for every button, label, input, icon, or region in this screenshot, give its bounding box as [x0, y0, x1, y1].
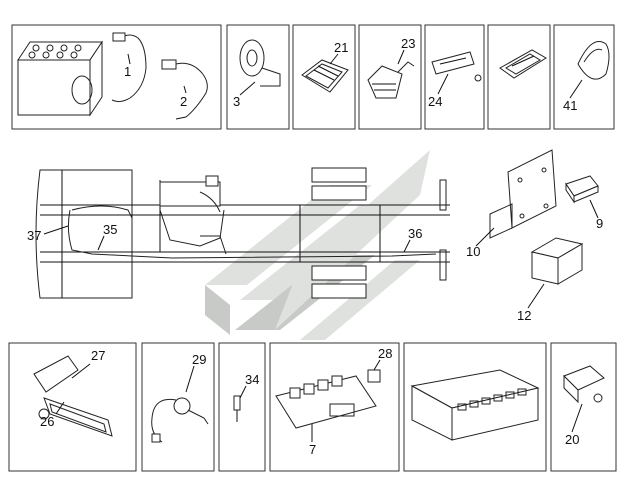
- relay-drawing-9: [565, 175, 599, 204]
- module-drawing-12: [530, 237, 584, 285]
- callout-27: 27: [91, 348, 105, 363]
- callout-3: 3: [233, 94, 240, 109]
- ignition-switch-drawing: [151, 397, 209, 443]
- callout-20: 20: [565, 432, 579, 447]
- control-unit-drawing: [410, 369, 540, 441]
- callout-24: 24: [428, 94, 442, 109]
- signal-lamp-drawing: [33, 355, 113, 437]
- callout-37: 37: [27, 228, 41, 243]
- callout-23: 23: [401, 36, 415, 51]
- callout-21: 21: [334, 40, 348, 55]
- sensor-panel: [218, 342, 266, 472]
- callout-7: 7: [309, 442, 316, 457]
- callout-34: 34: [245, 372, 259, 387]
- flasher-panel: [550, 342, 617, 472]
- sensor-drawing: [233, 395, 241, 422]
- beacon-drawing: [577, 41, 610, 80]
- callout-10: 10: [466, 244, 480, 259]
- callout-26: 26: [40, 414, 54, 429]
- bracket-drawing-10: [489, 149, 557, 239]
- battery-drawing: [17, 32, 208, 120]
- marker-lamp-drawing: [431, 51, 482, 82]
- callout-9: 9: [596, 216, 603, 231]
- callout-29: 29: [192, 352, 206, 367]
- callout-36: 36: [408, 226, 422, 241]
- callout-41: 41: [563, 98, 577, 113]
- callout-2: 2: [180, 94, 187, 109]
- chassis-drawing: [35, 167, 450, 299]
- callout-35: 35: [103, 222, 117, 237]
- horn-drawing: [239, 39, 281, 87]
- callout-12: 12: [517, 308, 531, 323]
- callout-28: 28: [378, 346, 392, 361]
- relay-board-drawing: [275, 369, 381, 429]
- callout-1: 1: [124, 64, 131, 79]
- side-lamp-panel: [487, 24, 551, 130]
- marker-lamp-panel: [424, 24, 485, 130]
- side-lamp-drawing: [499, 49, 547, 79]
- beacon-panel: [553, 24, 615, 130]
- worklamp-drawing: [301, 59, 349, 93]
- lamp-drawing-23: [367, 61, 415, 99]
- flasher-drawing: [563, 365, 605, 404]
